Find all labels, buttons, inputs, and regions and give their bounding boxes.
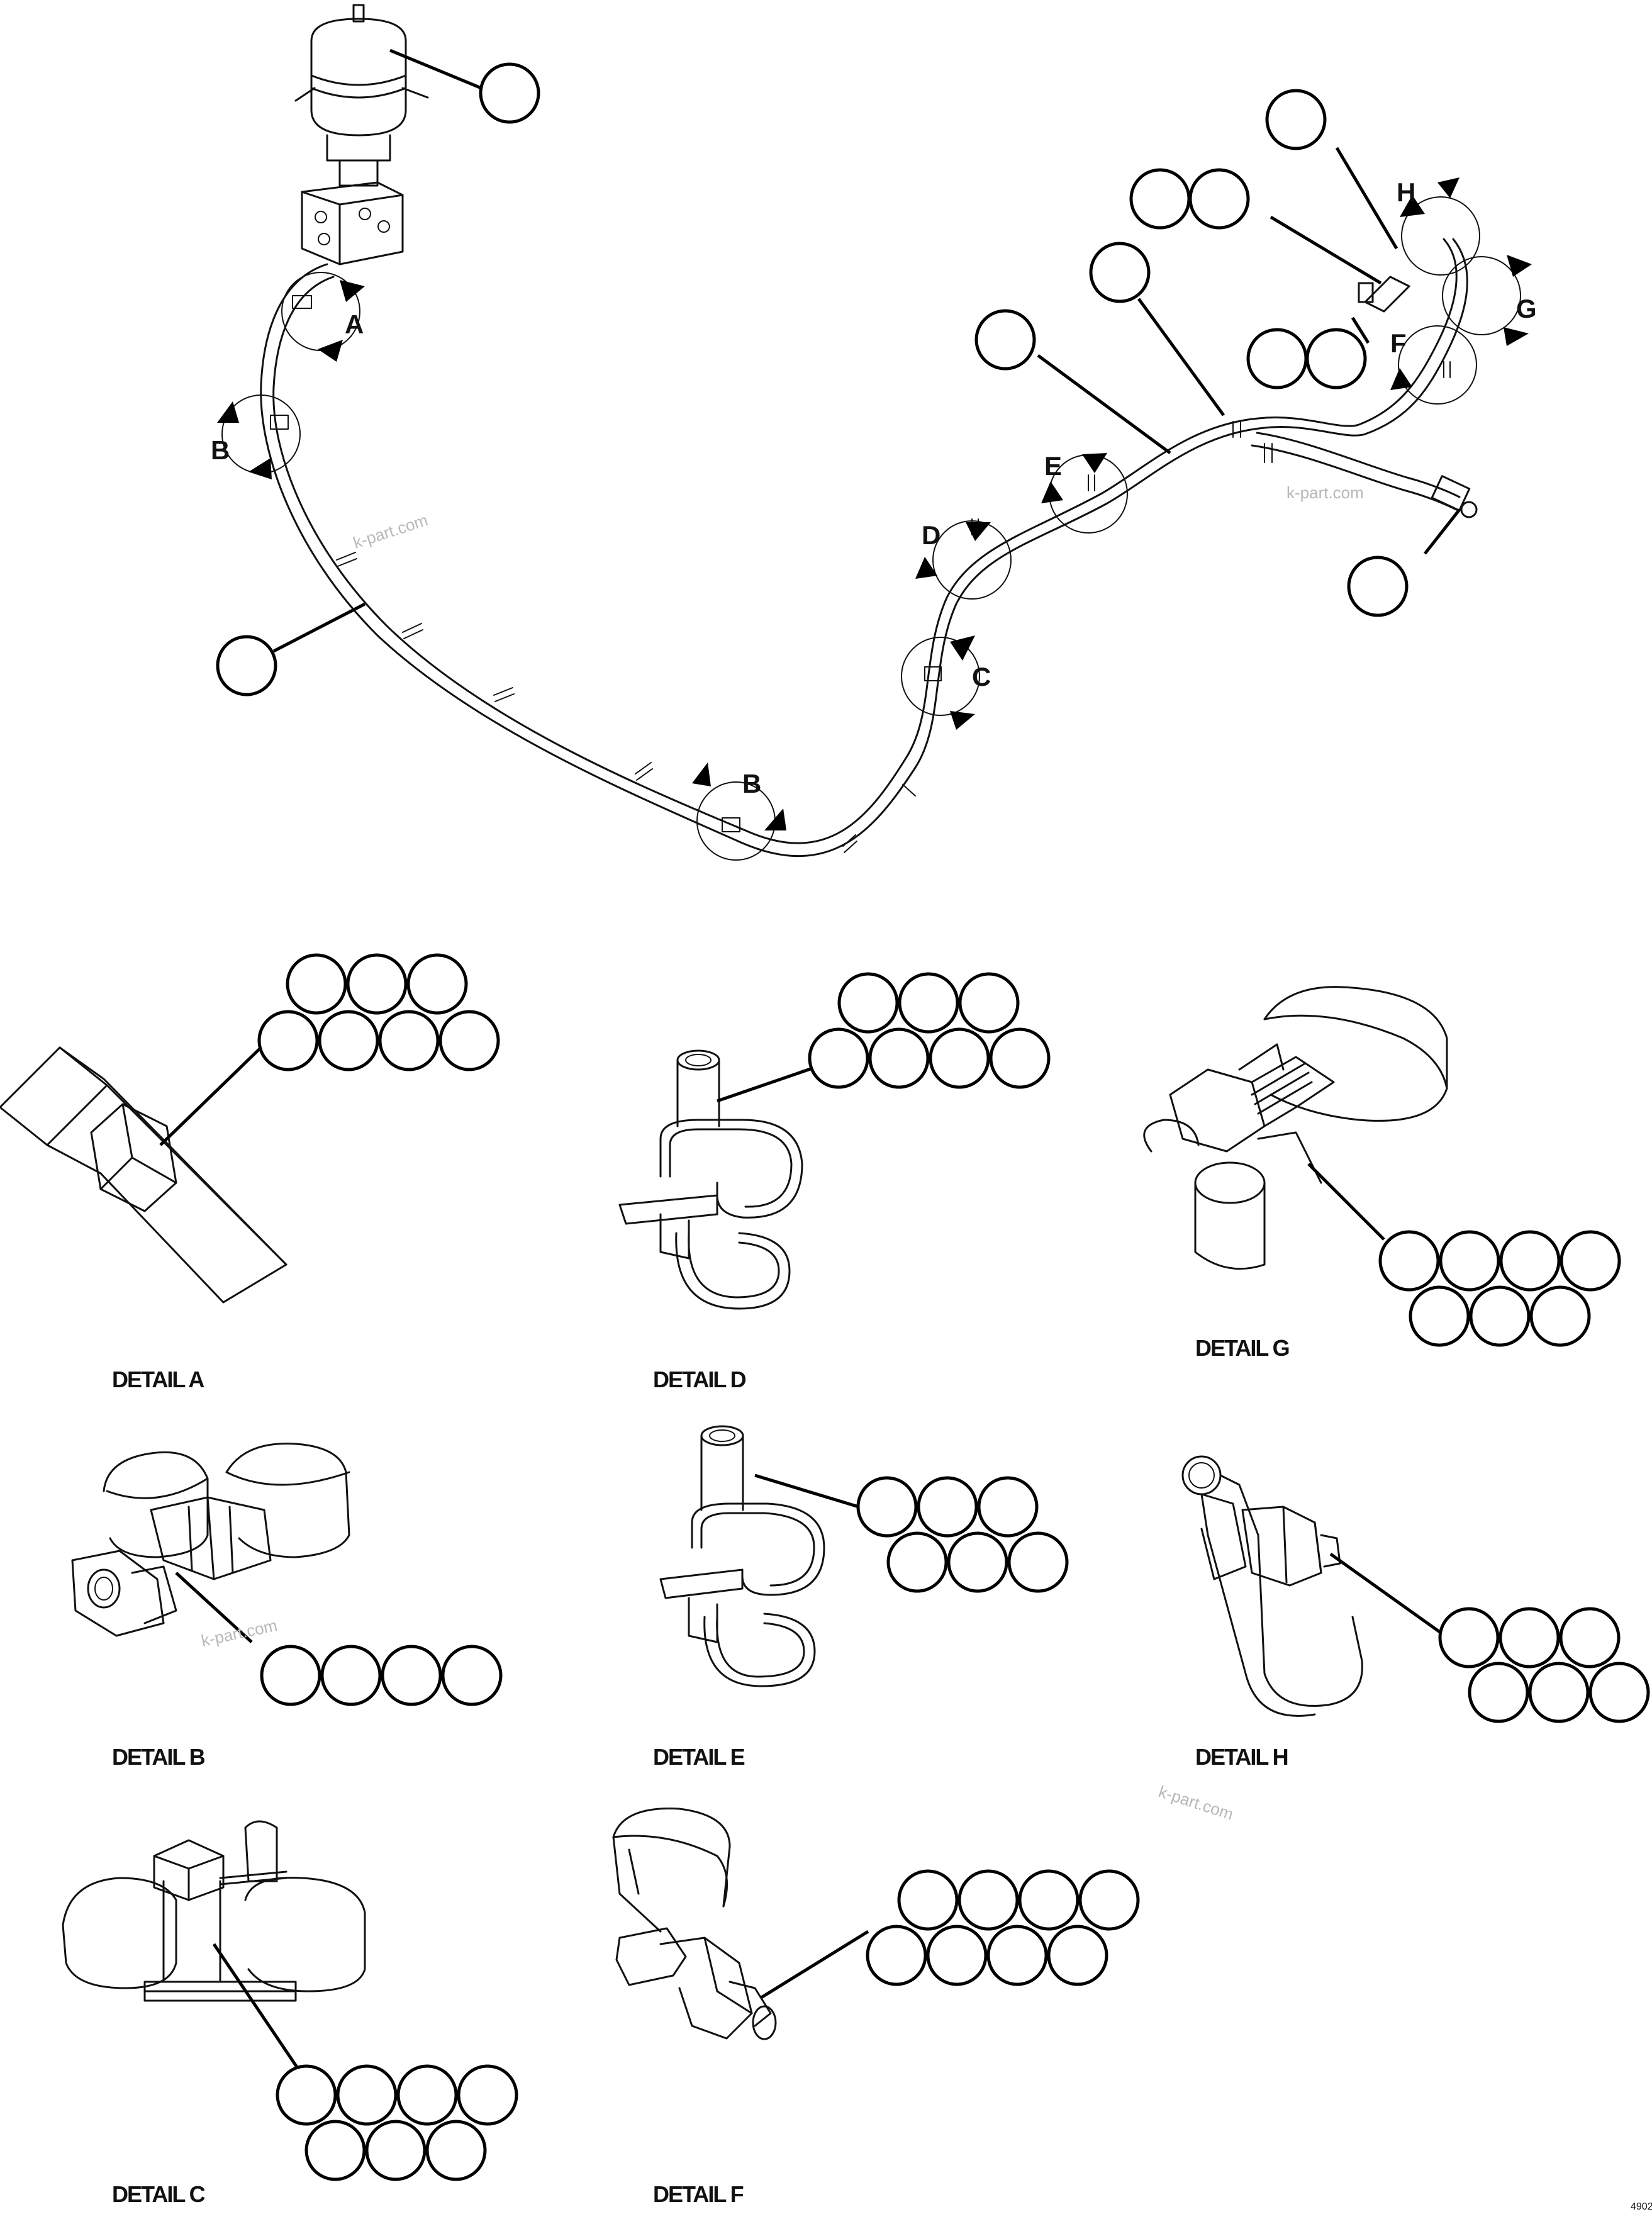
detail-b-callout-bubble (441, 1645, 503, 1706)
detail-f-drawing (612, 1808, 869, 2040)
view-letter-b-upper: B (211, 435, 230, 465)
watermark-4: k-part.com (1156, 1782, 1236, 1823)
detail-f-callout-bubble (1078, 1869, 1140, 1931)
detail-e-callout-bubble (977, 1476, 1039, 1538)
detail-a-callout-bubble (318, 1010, 379, 1071)
detail-d-callout-bubble (898, 972, 959, 1034)
detail-g-callout-bubble (1469, 1285, 1531, 1347)
detail-b-drawing (71, 1443, 350, 1643)
detail-g-callout-bubble (1409, 1285, 1470, 1347)
detail-b-callout-bubble (381, 1645, 442, 1706)
detail-labels: DETAIL A DETAIL D DETAIL G DETAIL B DETA… (112, 1335, 1290, 2207)
view-letter-f: F (1390, 328, 1407, 358)
watermark-3: k-part.com (199, 1616, 279, 1650)
detail-h-callout-bubble (1559, 1607, 1621, 1668)
detail-d-callout-bubble (929, 1027, 990, 1089)
detail-c-callout-bubble (365, 2120, 427, 2181)
detail-a-callout-bubble (346, 953, 408, 1015)
detail-c-callout-bubble (304, 2120, 366, 2181)
detail-e-callout-bubble (947, 1531, 1008, 1593)
detail-h-callout-bubble (1438, 1607, 1500, 1668)
detail-callouts (257, 953, 1650, 2181)
detail-c-callout-bubble (425, 2120, 487, 2181)
view-arrows (217, 177, 1532, 830)
valve-block (301, 181, 404, 265)
detail-c-callout-bubble (457, 2064, 518, 2126)
detail-c-callout-bubble (276, 2064, 337, 2126)
main-leader-lines (272, 48, 1461, 653)
detail-a-callout-bubble (257, 1010, 319, 1071)
view-letter-e: E (1044, 451, 1062, 481)
detail-e-callout-bubble (856, 1476, 918, 1538)
detail-c-callout-bubble (336, 2064, 398, 2126)
view-letters: A B B C D E F G H (211, 177, 1537, 798)
detail-a-callout-bubble (378, 1010, 440, 1071)
detail-f-callout-bubble (1018, 1869, 1080, 1931)
detail-d-callout-bubble (868, 1027, 930, 1089)
view-letter-g: G (1516, 294, 1537, 323)
detail-a-callout-bubble (286, 953, 347, 1015)
detail-e-callout-bubble (917, 1476, 978, 1538)
detail-a-callout-bubble (438, 1010, 500, 1071)
detail-label-b: DETAIL B (112, 1744, 205, 1770)
detail-c-callout-bubble (396, 2064, 458, 2126)
detail-b-callout-bubble (260, 1645, 321, 1706)
detail-e-callout-bubble (1007, 1531, 1069, 1593)
detail-g-callout-bubble (1560, 1230, 1621, 1292)
detail-h-callout-bubble (1588, 1662, 1650, 1723)
figure-code: 4902 (1631, 2201, 1652, 2212)
view-letter-h: H (1397, 177, 1415, 207)
view-letter-c: C (972, 662, 991, 691)
detail-h-drawing (1181, 1455, 1442, 1717)
detail-label-d: DETAIL D (653, 1367, 746, 1392)
detail-f-callout-bubble (897, 1869, 959, 1931)
detail-label-a: DETAIL A (112, 1367, 204, 1392)
accumulator (294, 4, 429, 187)
detail-label-c: DETAIL C (112, 2181, 206, 2207)
view-letter-b-lower: B (742, 769, 761, 798)
detail-a-drawing (0, 1043, 287, 1304)
detail-e-callout-bubble (886, 1531, 948, 1593)
detail-g-callout-bubble (1439, 1230, 1500, 1292)
detail-label-f: DETAIL F (653, 2181, 744, 2207)
detail-g-callout-bubble (1378, 1230, 1440, 1292)
detail-f-callout-bubble (986, 1925, 1048, 1986)
detail-h-callout-bubble (1528, 1662, 1590, 1723)
detail-g-callout-bubble (1499, 1230, 1561, 1292)
detail-c-drawing (62, 1820, 366, 2071)
detail-d-callout-bubble (808, 1027, 869, 1089)
hydraulic-tubes (260, 238, 1478, 858)
view-letter-d: D (922, 520, 940, 550)
detail-h-callout-bubble (1499, 1607, 1560, 1668)
detail-d-callout-bubble (989, 1027, 1051, 1089)
detail-f-callout-bubble (866, 1925, 927, 1986)
detail-g-callout-bubble (1529, 1285, 1591, 1347)
watermarks: k-part.com k-part.com k-part.com k-part.… (199, 483, 1364, 1824)
detail-label-e: DETAIL E (653, 1744, 745, 1770)
detail-g-drawing (1143, 986, 1448, 1270)
detail-label-h: DETAIL H (1195, 1744, 1288, 1770)
detail-f-callout-bubble (926, 1925, 988, 1986)
detail-e-drawing (659, 1425, 859, 1687)
detail-d-drawing (618, 1049, 818, 1310)
detail-d-callout-bubble (837, 972, 899, 1034)
watermark-1: k-part.com (351, 510, 430, 552)
detail-f-callout-bubble (1047, 1925, 1108, 1986)
detail-f-callout-bubble (957, 1869, 1019, 1931)
detail-label-g: DETAIL G (1195, 1335, 1289, 1361)
detail-b-callout-bubble (320, 1645, 382, 1706)
watermark-2: k-part.com (1286, 483, 1364, 502)
main-callout-bubbles (216, 62, 1409, 696)
detail-a-callout-bubble (406, 953, 468, 1015)
detail-d-callout-bubble (958, 972, 1020, 1034)
view-letter-a: A (345, 310, 364, 339)
detail-h-callout-bubble (1468, 1662, 1529, 1723)
